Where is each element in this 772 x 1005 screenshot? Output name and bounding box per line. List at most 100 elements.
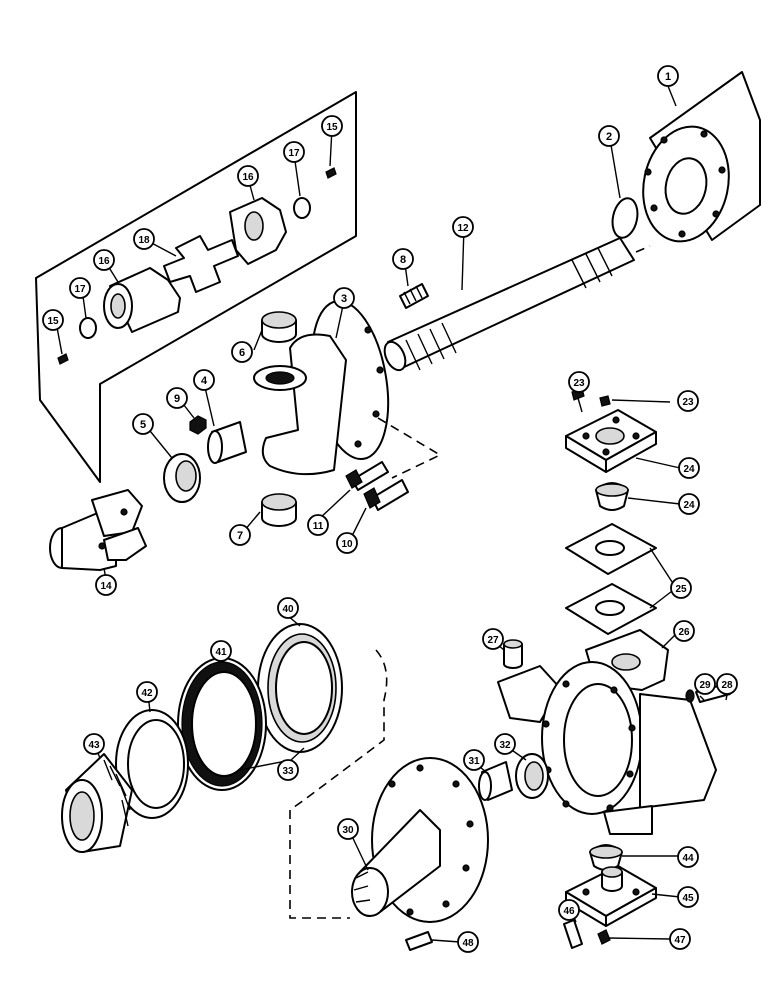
callout-label: 1 (665, 71, 671, 83)
callout-circle (677, 846, 699, 868)
inset-snap-ring-left (79, 317, 97, 339)
callout-circle (83, 733, 105, 755)
callout-circle (93, 249, 115, 271)
stud (399, 283, 429, 309)
bolt-10 (363, 479, 409, 511)
callout-16: 16 (93, 249, 115, 271)
callout-26: 26 (673, 620, 695, 642)
callout-circle (237, 165, 259, 187)
callout-label: 11 (313, 521, 324, 532)
callout-circle (69, 277, 91, 299)
callout-label: 7 (237, 530, 243, 542)
callout-label: 24 (683, 464, 695, 475)
callout-label: 6 (239, 347, 245, 359)
callout-label: 3 (341, 293, 347, 305)
callout-16: 16 (237, 165, 259, 187)
callout-circle (321, 115, 343, 137)
callout-41: 41 (210, 640, 232, 662)
callout-circle (494, 733, 516, 755)
inset-yoke-right (229, 197, 287, 265)
callout-25: 25 (670, 577, 692, 599)
bearing-cup-46 (115, 709, 189, 819)
callout-circle (133, 228, 155, 250)
callout-circle (568, 371, 590, 393)
callout-circle (210, 640, 232, 662)
callout-circle (193, 369, 215, 391)
axle-housing (642, 71, 761, 243)
callout-circle (132, 413, 154, 435)
callout-45: 45 (677, 886, 699, 908)
callout-23: 23 (677, 390, 699, 412)
callout-10: 10 (336, 532, 358, 554)
wheel-stud (405, 931, 433, 951)
callout-label: 18 (138, 235, 150, 246)
callout-label: 17 (288, 148, 300, 159)
callout-label: 9 (174, 393, 180, 405)
callout-1: 1 (657, 65, 679, 87)
callout-4: 4 (193, 369, 215, 391)
callout-circle (231, 341, 253, 363)
callout-circle (677, 390, 699, 412)
callout-circle (463, 749, 485, 771)
callout-circle (333, 287, 355, 309)
callout-label: 23 (573, 378, 585, 389)
callout-label: 44 (682, 853, 694, 864)
callout-30: 30 (337, 818, 359, 840)
callout-circle (716, 673, 738, 695)
callout-circle (678, 493, 700, 515)
seal-ring-44 (257, 623, 343, 753)
upper-kingpin-cap (565, 409, 657, 473)
callout-circle (673, 620, 695, 642)
callout-label: 10 (341, 539, 353, 550)
callout-circle (277, 597, 299, 619)
callout-label: 25 (675, 584, 687, 595)
bearing-cup-upper (261, 311, 297, 343)
callout-label: 27 (487, 635, 499, 646)
cap-screw-lower (563, 919, 583, 949)
callout-3: 3 (333, 287, 355, 309)
seal-ring-45 (177, 657, 267, 791)
callout-label: 26 (678, 627, 690, 638)
callout-24: 24 (678, 493, 700, 515)
callout-15: 15 (321, 115, 343, 137)
callout-circle (677, 886, 699, 908)
callout-27: 27 (482, 628, 504, 650)
callout-label: 14 (100, 581, 112, 592)
callout-8: 8 (392, 248, 414, 270)
callout-48: 48 (457, 931, 479, 953)
callout-46: 46 (558, 899, 580, 921)
bearing-cup-41 (478, 761, 513, 801)
callout-circle (136, 681, 158, 703)
callout-label: 47 (674, 935, 686, 946)
callout-circle (337, 818, 359, 840)
callout-label: 4 (201, 375, 208, 387)
callout-circle (95, 574, 117, 596)
callout-5: 5 (132, 413, 154, 435)
callout-29: 29 (694, 673, 716, 695)
callout-label: 43 (88, 740, 100, 751)
callout-label: 2 (606, 131, 612, 143)
callout-12: 12 (452, 216, 474, 238)
callout-label: 30 (342, 825, 354, 836)
callout-circle (457, 931, 479, 953)
steering-knuckle (497, 629, 717, 835)
callout-47: 47 (669, 928, 691, 950)
lower-kingpin-cap (565, 865, 657, 927)
shim-upper (565, 523, 657, 575)
callout-40: 40 (277, 597, 299, 619)
callout-circle (392, 248, 414, 270)
callout-label: 12 (457, 223, 469, 234)
callout-42: 42 (136, 681, 158, 703)
callout-2: 2 (598, 125, 620, 147)
callout-circle (678, 457, 700, 479)
callout-circle (482, 628, 504, 650)
callout-label: 29 (699, 680, 711, 691)
wheel-hub-spindle (351, 757, 489, 923)
callout-label: 48 (462, 938, 474, 949)
callout-9: 9 (166, 387, 188, 409)
callout-11: 11 (307, 514, 329, 536)
bearing (207, 421, 247, 464)
tapered-roller-bearing (61, 753, 133, 853)
